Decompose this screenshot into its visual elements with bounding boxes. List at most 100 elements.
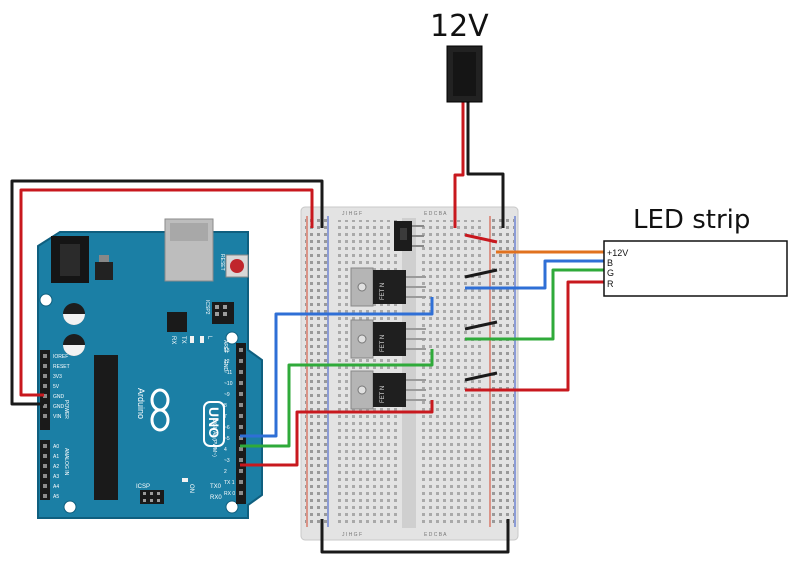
header-pin [43,374,47,378]
jumper-red [464,233,498,244]
rx0-label: RX0 [210,495,222,501]
header-pin [239,370,243,374]
header-pin-label: A1 [53,454,59,460]
header-pin [239,414,243,418]
power-header [40,350,50,430]
header-pin-label: A4 [53,484,59,490]
header-pin-label: RX 0 [224,491,235,497]
header-pin [43,364,47,368]
header-pin-label: ~3 [224,458,230,464]
gnd-top-label: GND [222,360,228,372]
header-pin-label: ~6 [224,425,230,431]
brand-label: Arduino [136,388,146,419]
header-pin [43,464,47,468]
header-pin [239,480,243,484]
led-pin-12v: +12V [607,248,628,258]
header-pin-label: TX 1 [224,480,235,486]
header-pin [43,384,47,388]
usb-chip [167,312,187,332]
power-supply: 12V [430,9,489,103]
header-pin [43,444,47,448]
header-pin [239,469,243,473]
header-pin [43,354,47,358]
analog-header [40,440,50,500]
icsp2-label: ICSP2 [204,300,210,315]
header-pin [239,403,243,407]
mosfet-label: FET N [380,283,386,300]
header-pin [43,394,47,398]
slide-switch [394,221,424,251]
header-pin [239,381,243,385]
header-pin [43,404,47,408]
voltage-regulator [95,262,113,280]
header-pin-label: A2 [53,464,59,470]
header-pin-label: ~11 [224,370,232,376]
header-pin-label: GND [53,394,65,400]
header-pin [43,484,47,488]
wire-5v-red [19,188,314,397]
header-pin-label: 5V [53,384,60,390]
wire-12v-black [466,100,505,228]
jumper-black-1 [464,268,498,279]
wire-blue-strip [465,259,605,290]
uno-logo: UNO [203,401,225,447]
header-pin-label: A5 [53,494,59,500]
rx-label: RX [170,336,176,344]
header-pin-label: ~9 [224,392,230,398]
power-label: 12V [430,9,489,44]
header-pin-label: VIN [53,414,62,420]
header-pin [239,348,243,352]
svg-text:E D C B A: E D C B A [424,532,447,538]
header-pin [43,454,47,458]
wire-ground-bridge [320,519,510,554]
analog-title: ANALOG IN [63,448,69,476]
header-pin [43,474,47,478]
led-strip: LED strip +12V B G R [603,205,788,297]
tx-label: TX [180,336,186,344]
header-pin-label: 4 [224,447,227,453]
header-pin-label: 3V3 [53,374,62,380]
header-pin-label: 13 [224,348,230,354]
reset-button-cap[interactable] [230,259,244,273]
header-pin-label: A3 [53,474,59,480]
svg-text:E D C B A: E D C B A [424,211,447,217]
header-pin [43,414,47,418]
mounting-hole [63,500,77,514]
led-pin-r: R [607,279,614,289]
jumper-black-3 [464,371,498,382]
header-pin-label: 12 [224,359,230,365]
reset-label: RESET [219,254,225,271]
header-pin [239,491,243,495]
wire-green-strip [465,268,605,341]
led-strip-title: LED strip [633,205,750,235]
mosfet-label: FET N [380,335,386,352]
header-pin-label: 7 [224,414,227,420]
mounting-hole [225,500,239,514]
breadboard: J I H G F E D C B A J I H G F E D C B A [300,206,519,541]
aref-label: AREF [222,340,228,353]
left-power-rail [305,218,327,523]
tx0-label: TX0 [210,484,222,490]
mosfet-1: FET N [350,267,426,307]
mosfet-2: FET N [350,319,426,359]
header-pin-label: 8 [224,403,227,409]
header-pin [239,359,243,363]
model-label: UNO [206,407,222,438]
header-pin-label: 2 [224,469,227,475]
header-pin-label: A0 [53,444,59,450]
on-label: ON [188,484,194,493]
led-pin-g: G [607,268,614,278]
header-pin-label: ~5 [224,436,230,442]
wire-red-strip [465,280,605,392]
right-power-rail [492,218,514,523]
power-title: POWER [63,400,69,419]
mounting-hole [225,331,239,345]
led-strip-box [603,240,788,297]
header-pin [239,425,243,429]
arduino-logo: Arduino [136,388,170,432]
header-pin-label: GND [53,404,65,410]
